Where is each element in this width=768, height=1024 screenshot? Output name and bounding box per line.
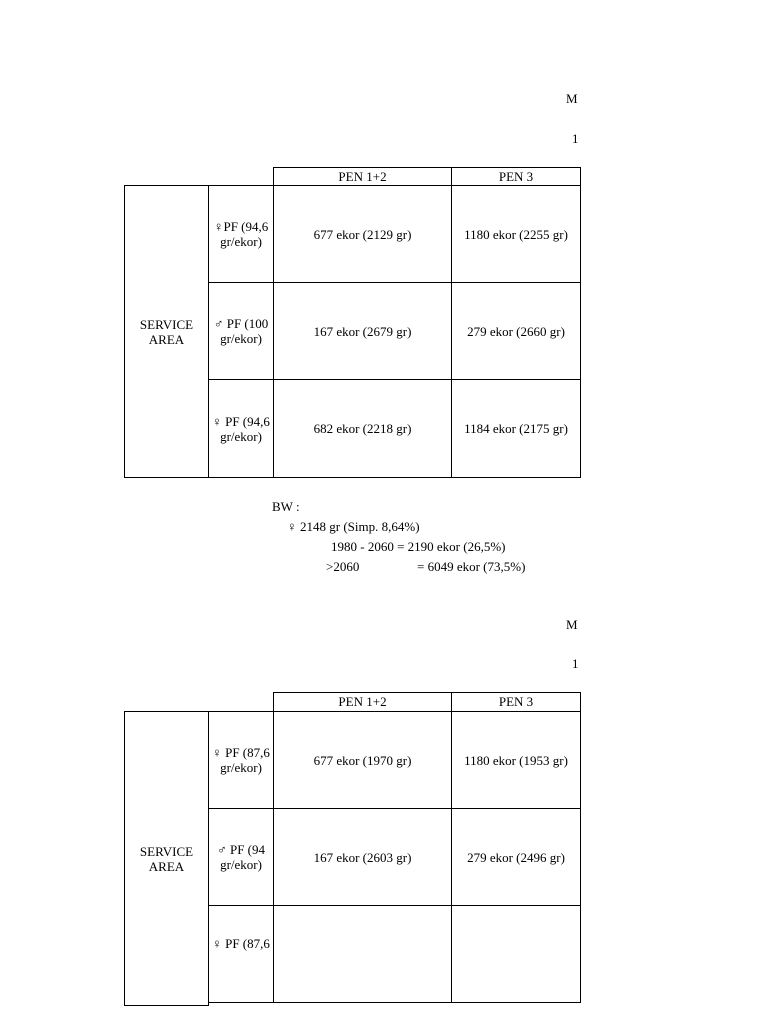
service-area-label-line2: AREA: [148, 331, 185, 347]
bw-over-label: >2060: [326, 559, 360, 574]
pf-label-cell: ♀ PF (87,6 gr/ekor): [208, 711, 274, 809]
pen-3-value-cell: [451, 905, 581, 1003]
pf-label-cell: ♂ PF (100 gr/ekor): [208, 282, 274, 380]
bw-range-line: 1980 - 2060 = 2190 ekor (26,5%): [331, 539, 506, 554]
pen-3-value-cell: 279 ekor (2496 gr): [451, 808, 581, 906]
pen-1-2-value-cell: 677 ekor (1970 gr): [273, 711, 452, 809]
bw-over-value: = 6049 ekor (73,5%): [417, 559, 526, 574]
pf-label-cell: ♀ PF (87,6: [208, 905, 274, 1003]
section-header-fragment: M: [566, 617, 578, 632]
service-area-cell: SERVICE AREA: [124, 185, 209, 478]
pen-3-value-cell: 279 ekor (2660 gr): [451, 282, 581, 380]
service-area-label-line1: SERVICE: [139, 316, 194, 332]
pf-label-line2: gr/ekor): [220, 331, 262, 346]
section-header-fragment: M: [566, 91, 578, 106]
column-header-pen-1-2: PEN 1+2: [273, 167, 452, 186]
service-area-label-line2: AREA: [148, 858, 185, 874]
pen-3-value-cell: 1180 ekor (2255 gr): [451, 185, 581, 283]
section-subheader-fragment: 1: [572, 656, 579, 671]
pf-label-line1: ♀ PF (94,6: [212, 413, 270, 429]
pen-3-value-cell: 1180 ekor (1953 gr): [451, 711, 581, 809]
pen-1-2-value-cell: 682 ekor (2218 gr): [273, 379, 452, 478]
pen-3-value-cell: 1184 ekor (2175 gr): [451, 379, 581, 478]
column-header-pen-3: PEN 3: [451, 692, 581, 712]
pf-label-line2: gr/ekor): [220, 234, 262, 249]
pen-1-2-value-cell: [273, 905, 452, 1003]
pf-label-line2: gr/ekor): [220, 760, 262, 775]
pen-1-2-value-cell: 167 ekor (2679 gr): [273, 282, 452, 380]
pf-label-line2: gr/ekor): [220, 428, 262, 444]
pf-label-line1: ♂ PF (100: [213, 316, 269, 331]
section-subheader-fragment: 1: [572, 131, 579, 146]
pf-label-line1: ♀ PF (87,6: [212, 936, 270, 951]
pf-label-cell: ♀PF (94,6 gr/ekor): [208, 185, 274, 283]
column-header-pen-1-2: PEN 1+2: [273, 692, 452, 712]
pen-1-2-value-cell: 677 ekor (2129 gr): [273, 185, 452, 283]
service-area-label-line1: SERVICE: [139, 843, 194, 859]
service-area-cell: SERVICE AREA: [124, 711, 209, 1006]
bw-female-average: ♀ 2148 gr (Simp. 8,64%): [287, 519, 420, 534]
pf-label-cell: ♀ PF (94,6 gr/ekor): [208, 379, 274, 478]
document-page: M 1 PEN 1+2 PEN 3 SERVICE AREA ♀PF (94,6…: [124, 91, 581, 1006]
pf-label-line1: ♀ PF (87,6: [212, 745, 270, 760]
pf-label-line1: ♂ PF (94: [216, 842, 266, 857]
column-header-pen-3: PEN 3: [451, 167, 581, 186]
pf-label-cell: ♂ PF (94 gr/ekor): [208, 808, 274, 906]
pen-1-2-value-cell: 167 ekor (2603 gr): [273, 808, 452, 906]
pf-label-line2: gr/ekor): [220, 857, 262, 872]
bw-label: BW :: [272, 499, 300, 514]
pf-label-line1: ♀PF (94,6: [213, 219, 269, 234]
